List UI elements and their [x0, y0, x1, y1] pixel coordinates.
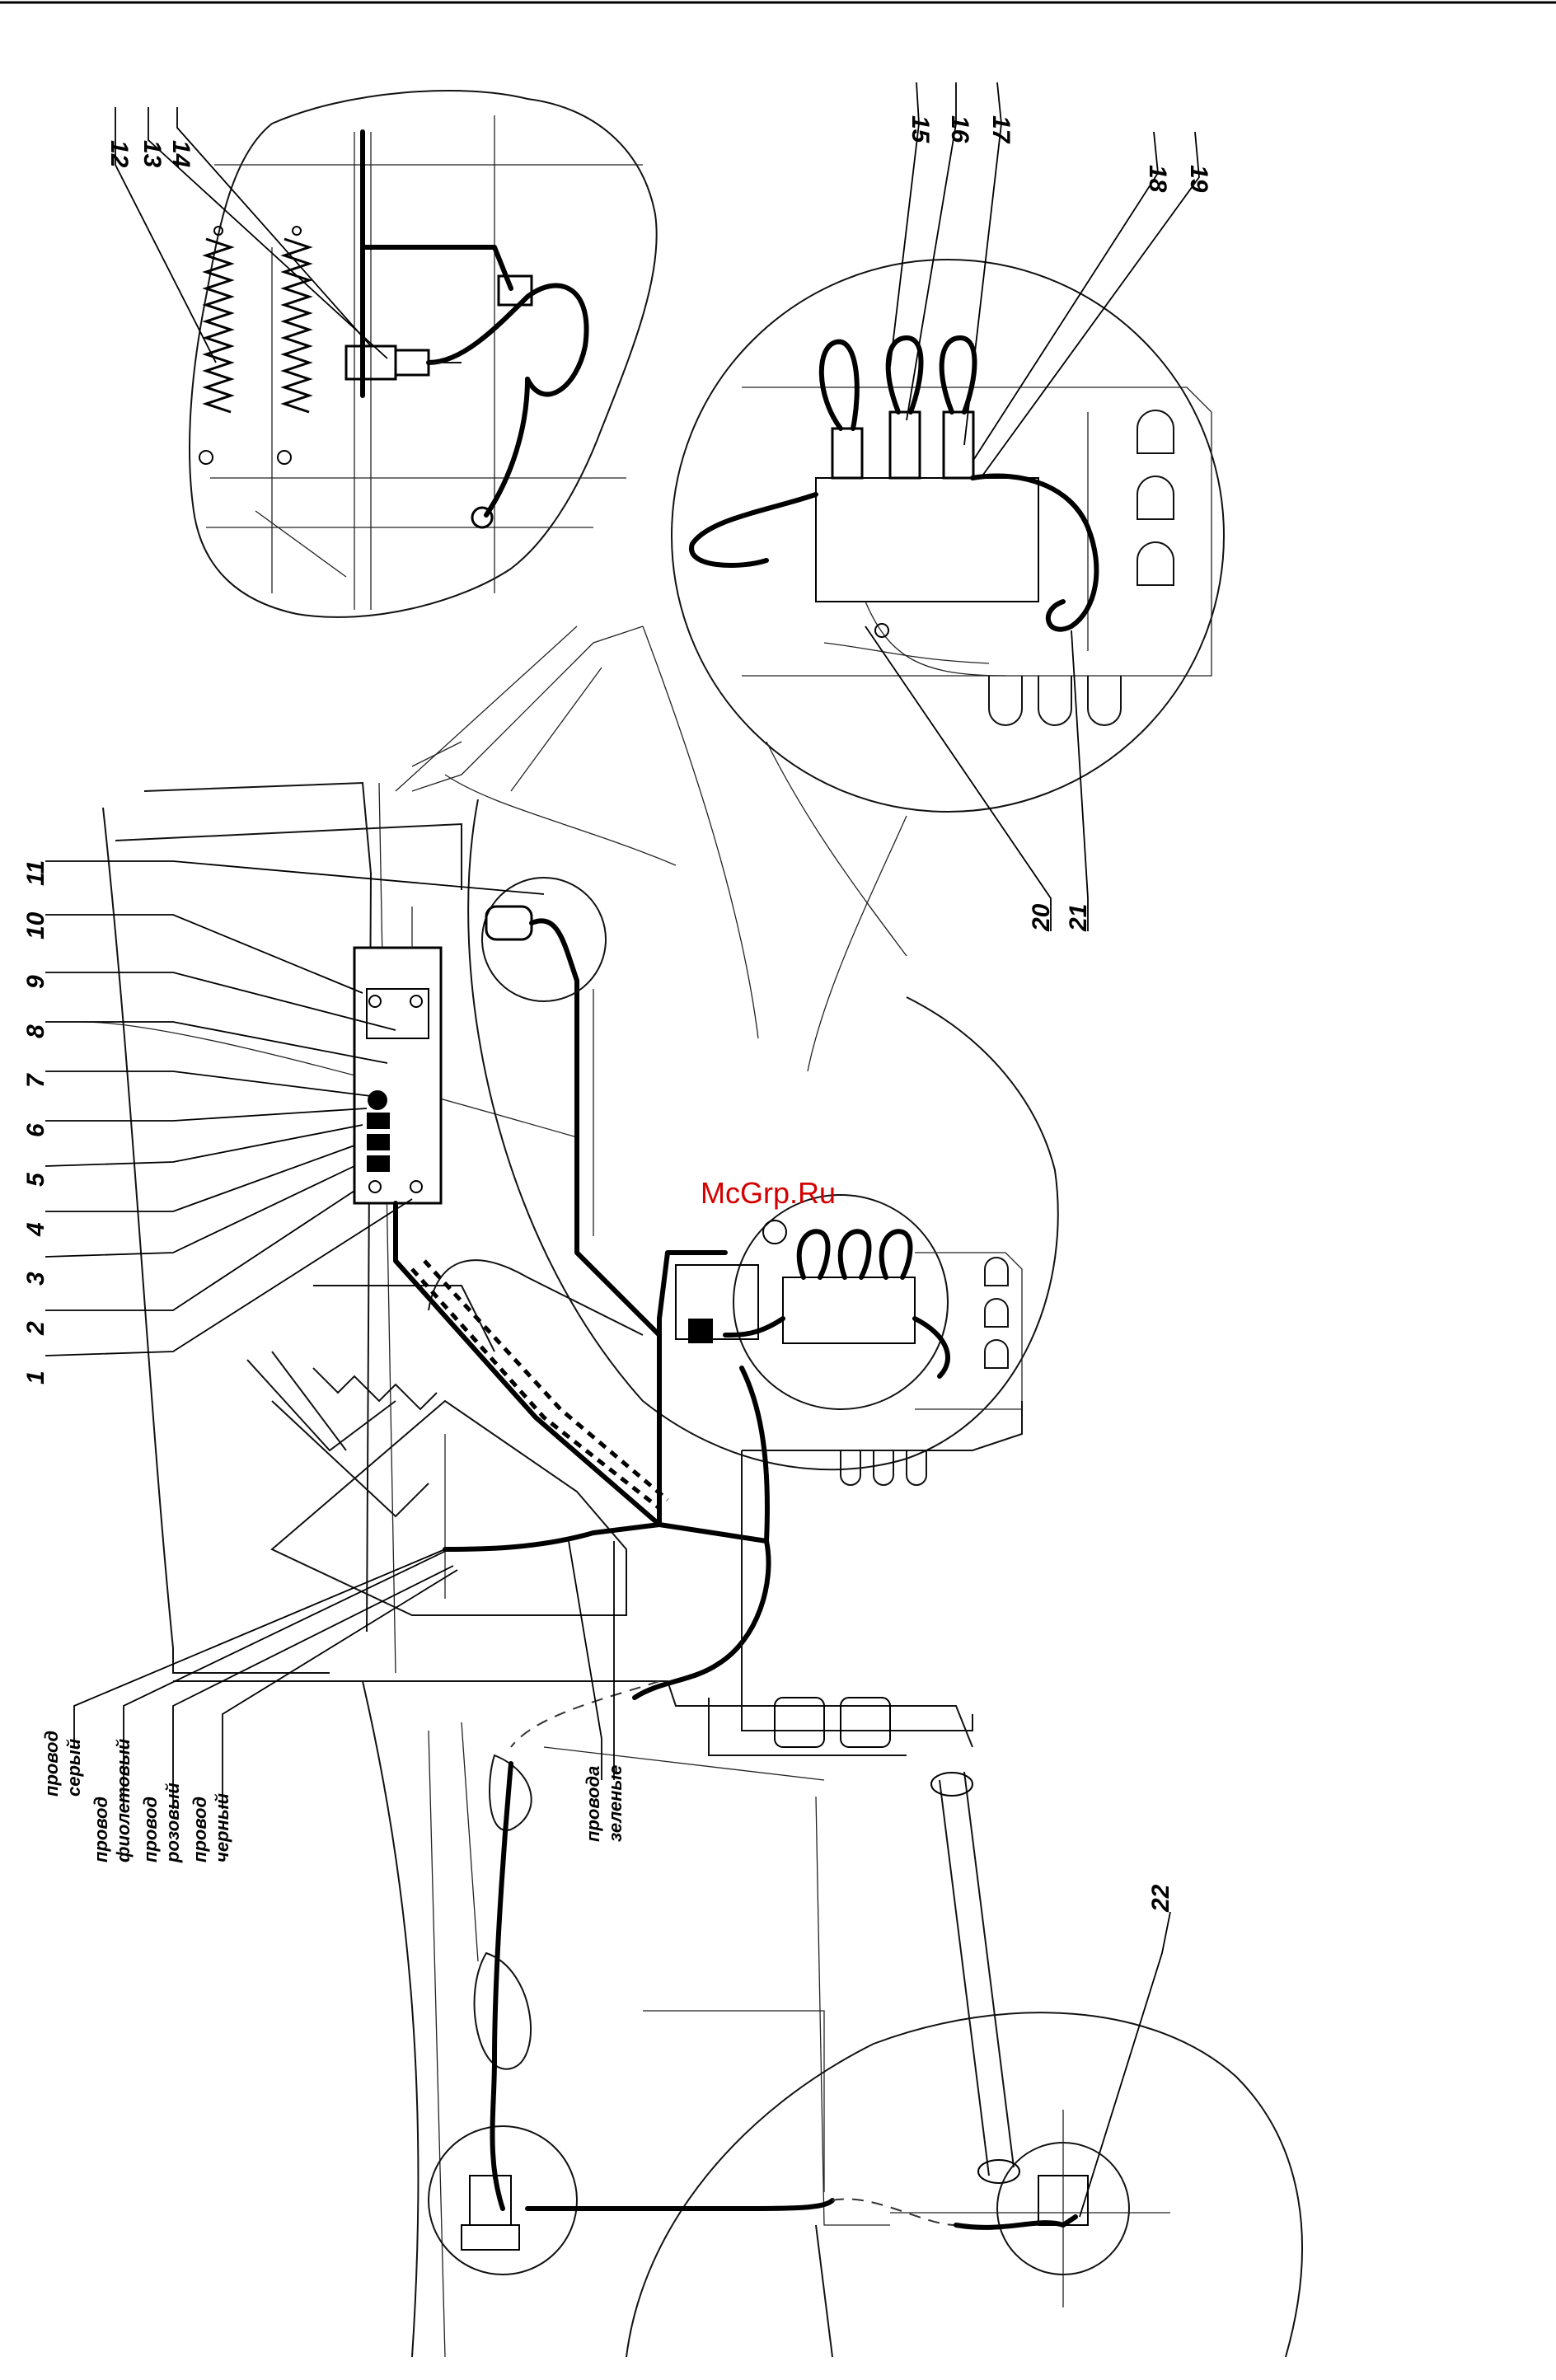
wire-label-pink-line2: розовый: [162, 1783, 183, 1863]
callout-7: 7: [22, 1073, 49, 1088]
wire-label-violet-line1: провод: [91, 1797, 111, 1862]
callout-15: 15: [907, 115, 934, 144]
callout-20: 20: [1028, 903, 1055, 932]
watermark: McGrp.Ru: [701, 1176, 836, 1210]
wire-label-pink-line1: провод: [140, 1797, 161, 1862]
callout-14: 14: [167, 140, 194, 168]
detail-valves: [672, 260, 1224, 812]
wire-label-black-line2: черный: [212, 1792, 232, 1862]
callout-8: 8: [22, 1024, 49, 1038]
wire-labels: провод серый провод фиолетовый провод ро…: [41, 1731, 626, 1863]
callout-22: 22: [1147, 1884, 1174, 1913]
callout-18: 18: [1144, 165, 1171, 193]
callout-10: 10: [22, 911, 49, 939]
callout-16: 16: [946, 115, 973, 143]
callout-4: 4: [22, 1222, 49, 1237]
main-view: [82, 626, 1302, 2357]
callout-21: 21: [1065, 904, 1092, 932]
callout-19: 19: [1185, 165, 1212, 193]
callout-6: 6: [22, 1123, 49, 1137]
wire-label-green-line2: зеленые: [605, 1765, 626, 1842]
callout-9: 9: [22, 975, 49, 989]
callout-17: 17: [987, 115, 1015, 144]
valves-main: [676, 1195, 1022, 1485]
spring-left: [199, 227, 231, 464]
detail-springs: [190, 91, 657, 617]
callout-12: 12: [105, 140, 133, 168]
wire-label-gray-line1: провод: [41, 1731, 62, 1797]
callout-11: 11: [22, 860, 49, 886]
callout-5: 5: [22, 1172, 49, 1187]
callout-13: 13: [138, 140, 166, 168]
callout-3: 3: [22, 1272, 49, 1286]
callout-2: 2: [22, 1321, 49, 1336]
wire-label-green-line1: провода: [583, 1766, 603, 1842]
callout-labels: 1 2 3 4 5 6 7 8 9 10 11 12 13 14 15 16 1…: [22, 115, 1212, 1913]
wire-label-gray-line2: серый: [63, 1738, 84, 1797]
wire-label-violet-line2: фиолетовый: [113, 1738, 134, 1862]
leader-lines: [45, 82, 1199, 2217]
wire-label-black-line1: провод: [190, 1797, 210, 1862]
callout-1: 1: [22, 1370, 49, 1384]
